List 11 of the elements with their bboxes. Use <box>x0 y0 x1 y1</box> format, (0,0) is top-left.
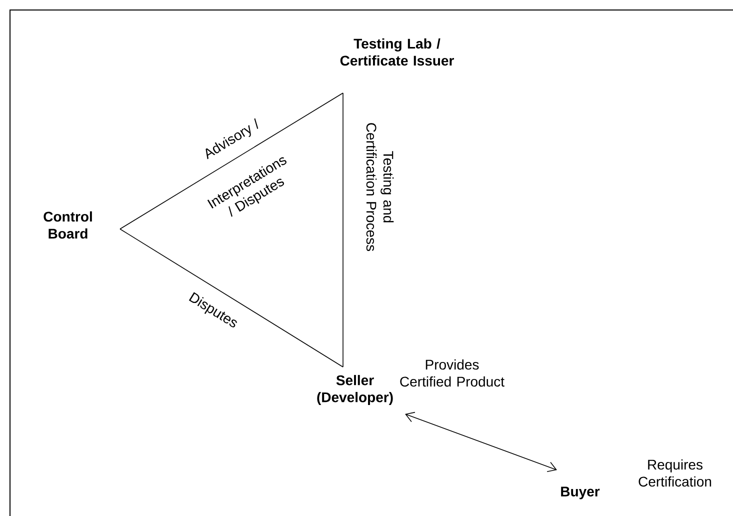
node-label: Buyer <box>561 486 600 500</box>
connector-line <box>120 92 344 230</box>
annotation: Requires Certification <box>638 459 712 487</box>
node-label: Seller (Developer) <box>317 374 393 405</box>
connector-line <box>342 92 344 368</box>
node-label: Control Board <box>44 211 92 239</box>
connector-line <box>120 228 344 368</box>
arrow <box>405 412 557 472</box>
edge-label: Testing and Certification Process <box>366 123 394 252</box>
node-label: Testing Lab / Certificate Issuer <box>340 38 454 66</box>
annotation: Provides Certified Product <box>400 359 504 387</box>
